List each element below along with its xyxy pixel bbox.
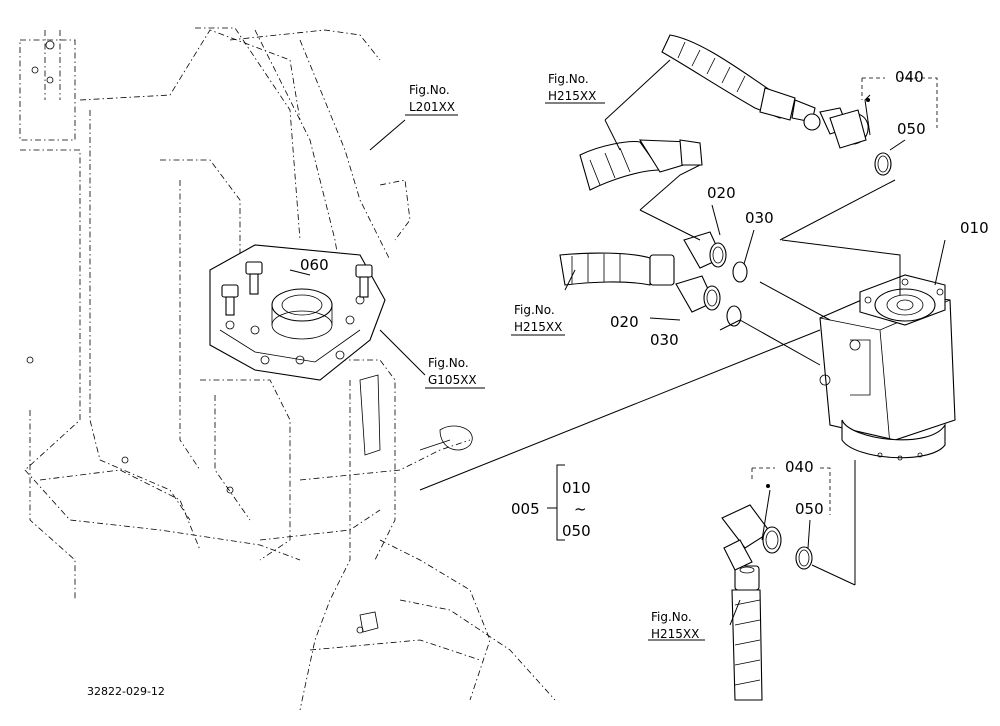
bracket-040-lower <box>751 467 831 515</box>
callout-030-lower: 030 <box>650 331 679 349</box>
leader-lines <box>289 59 946 626</box>
fig-ref-label: Fig.No. <box>514 303 555 317</box>
callout-060: 060 <box>300 256 329 274</box>
bracket-005 <box>547 464 565 541</box>
callout-010: 010 <box>960 219 989 237</box>
callout-030-upper: 030 <box>745 209 774 227</box>
fig-ref-code: H215XX <box>651 627 699 641</box>
drawing-id: 32822-029-12 <box>87 685 165 698</box>
fig-ref-label: Fig.No. <box>428 356 469 370</box>
callout-020-upper: 020 <box>707 184 736 202</box>
fig-ref-underlines <box>405 102 705 641</box>
callout-range-tilde: ~ <box>574 500 587 518</box>
fig-ref-label: Fig.No. <box>651 610 692 624</box>
hose-lower-left <box>559 252 675 286</box>
callout-range-end: 050 <box>562 522 591 540</box>
hose-middle <box>579 139 703 191</box>
fig-ref-code: L201XX <box>409 100 455 114</box>
bolt-060 <box>221 261 373 316</box>
fig-ref-label: Fig.No. <box>548 72 589 86</box>
adapter-020-lower <box>675 275 721 313</box>
callout-range-start: 010 <box>562 479 591 497</box>
fig-ref-code: G105XX <box>428 373 477 387</box>
o-ring-050-lower <box>795 546 813 570</box>
callout-040-upper: 040 <box>895 68 924 86</box>
fig-ref-code: H215XX <box>548 89 596 103</box>
callout-005: 005 <box>511 500 540 518</box>
adapter-020-upper <box>683 231 727 269</box>
callout-020-lower: 020 <box>610 313 639 331</box>
fitting-040-lower <box>721 484 782 571</box>
fig-ref-label: Fig.No. <box>409 83 450 97</box>
fig-ref-code: H215XX <box>514 320 562 334</box>
callout-050-upper: 050 <box>897 120 926 138</box>
fitting-040-upper <box>829 98 870 149</box>
o-ring-030-upper <box>732 261 748 283</box>
hose-bottom <box>731 565 763 701</box>
callout-040-lower: 040 <box>785 458 814 476</box>
callout-050-lower: 050 <box>795 500 824 518</box>
steering-unit-010 <box>819 274 956 461</box>
bracket-040-upper <box>861 77 938 128</box>
